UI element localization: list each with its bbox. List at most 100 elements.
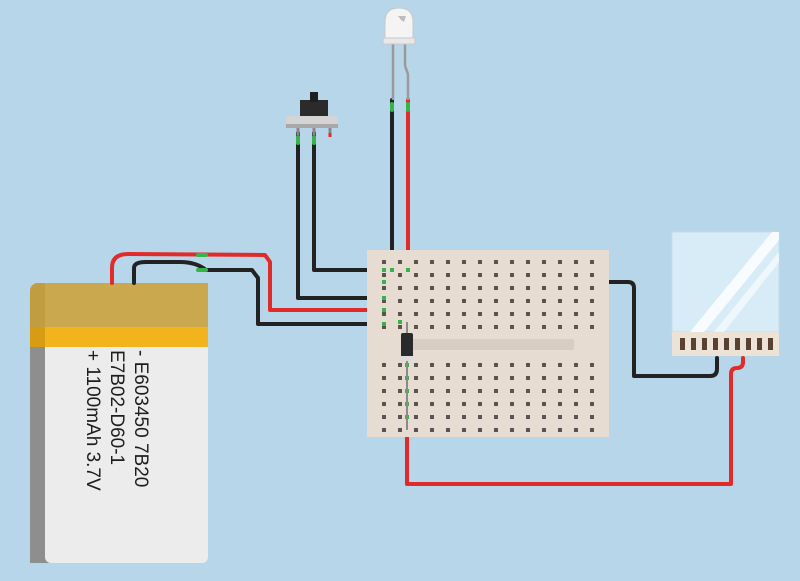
breadboard-hole (510, 312, 514, 316)
breadboard-hole (494, 415, 498, 419)
peltier-pin (768, 338, 773, 350)
breadboard-hole (526, 376, 530, 380)
breadboard-hole (446, 402, 450, 406)
breadboard-hole (542, 299, 546, 303)
breadboard-hole (398, 312, 402, 316)
breadboard-hole (542, 312, 546, 316)
breadboard-hole (558, 260, 562, 264)
breadboard-hole (430, 376, 434, 380)
breadboard-hole (510, 273, 514, 277)
breadboard-hole (494, 299, 498, 303)
breadboard-hole (478, 376, 482, 380)
breadboard-hole (398, 260, 402, 264)
breadboard-hole (542, 376, 546, 380)
wire-battery-red (110, 252, 387, 312)
lipo-battery: - E603450 7B20 E7B02-D60-1 + 1100mAh 3.7… (30, 283, 208, 563)
breadboard-hole (494, 389, 498, 393)
breadboard-hole (542, 286, 546, 290)
breadboard-hole (430, 389, 434, 393)
diode (401, 322, 413, 430)
breadboard-hole (590, 299, 594, 303)
breadboard-hole-connected (406, 268, 410, 272)
breadboard-hole (478, 363, 482, 367)
breadboard-hole (430, 286, 434, 290)
breadboard-hole (526, 402, 530, 406)
breadboard-hole (494, 312, 498, 316)
breadboard-hole (462, 363, 466, 367)
breadboard-hole (574, 428, 578, 432)
breadboard-hole (558, 376, 562, 380)
peltier-pins (680, 338, 773, 350)
peltier-pin (746, 338, 751, 350)
breadboard-hole (382, 273, 386, 277)
breadboard-hole (478, 415, 482, 419)
breadboard-hole (446, 312, 450, 316)
breadboard-hole (590, 312, 594, 316)
breadboard-hole (462, 273, 466, 277)
breadboard-hole (542, 273, 546, 277)
breadboard-hole (590, 325, 594, 329)
breadboard-hole (478, 428, 482, 432)
breadboard-hole (558, 415, 562, 419)
breadboard-hole (494, 363, 498, 367)
breadboard-hole (558, 363, 562, 367)
breadboard-hole (430, 415, 434, 419)
breadboard-hole (446, 428, 450, 432)
breadboard-hole (526, 415, 530, 419)
breadboard-hole (414, 312, 418, 316)
breadboard-hole (574, 273, 578, 277)
breadboard-hole (510, 325, 514, 329)
wire-peltier-red (405, 356, 745, 486)
breadboard-hole (558, 312, 562, 316)
breadboard-hole (558, 402, 562, 406)
breadboard-hole (430, 299, 434, 303)
breadboard-hole (494, 376, 498, 380)
breadboard-hole (414, 376, 418, 380)
breadboard-hole (382, 402, 386, 406)
breadboard-hole (462, 325, 466, 329)
battery-label-line-3: + 1100mAh 3.7V (82, 350, 103, 491)
breadboard-hole (414, 428, 418, 432)
wire-switch-middle (312, 131, 387, 272)
breadboard-hole (462, 260, 466, 264)
breadboard-hole (510, 415, 514, 419)
breadboard-hole (430, 273, 434, 277)
breadboard-hole (526, 273, 530, 277)
breadboard-hole-connected (382, 280, 386, 284)
breadboard-hole (446, 376, 450, 380)
breadboard-hole (494, 325, 498, 329)
peltier-pin (724, 338, 729, 350)
breadboard-hole (574, 286, 578, 290)
breadboard-hole (494, 286, 498, 290)
peltier-pin (757, 338, 762, 350)
breadboard-hole (462, 389, 466, 393)
breadboard-hole (478, 389, 482, 393)
breadboard-hole-connected (390, 268, 394, 272)
breadboard-hole (574, 402, 578, 406)
breadboard-hole (574, 325, 578, 329)
breadboard-hole (462, 312, 466, 316)
peltier-module (671, 231, 780, 356)
breadboard-hole (542, 389, 546, 393)
breadboard-hole (430, 363, 434, 367)
breadboard-hole (382, 260, 386, 264)
breadboard-hole (478, 402, 482, 406)
peltier-pin (691, 338, 696, 350)
breadboard-hole (398, 428, 402, 432)
breadboard-hole (542, 428, 546, 432)
breadboard-hole (590, 428, 594, 432)
breadboard-hole (558, 325, 562, 329)
slide-switch (286, 92, 338, 137)
breadboard-hole (414, 260, 418, 264)
peltier-pin (680, 338, 685, 350)
breadboard-hole (526, 325, 530, 329)
breadboard-hole (574, 363, 578, 367)
breadboard-hole (382, 363, 386, 367)
breadboard-hole (414, 389, 418, 393)
breadboard-hole (526, 389, 530, 393)
breadboard-hole (414, 273, 418, 277)
battery-label-line-2: E7B02-D60-1 (106, 350, 127, 465)
battery-label-line-1: - E603450 7B20 (130, 350, 151, 487)
breadboard-hole (446, 273, 450, 277)
breadboard-hole (542, 260, 546, 264)
